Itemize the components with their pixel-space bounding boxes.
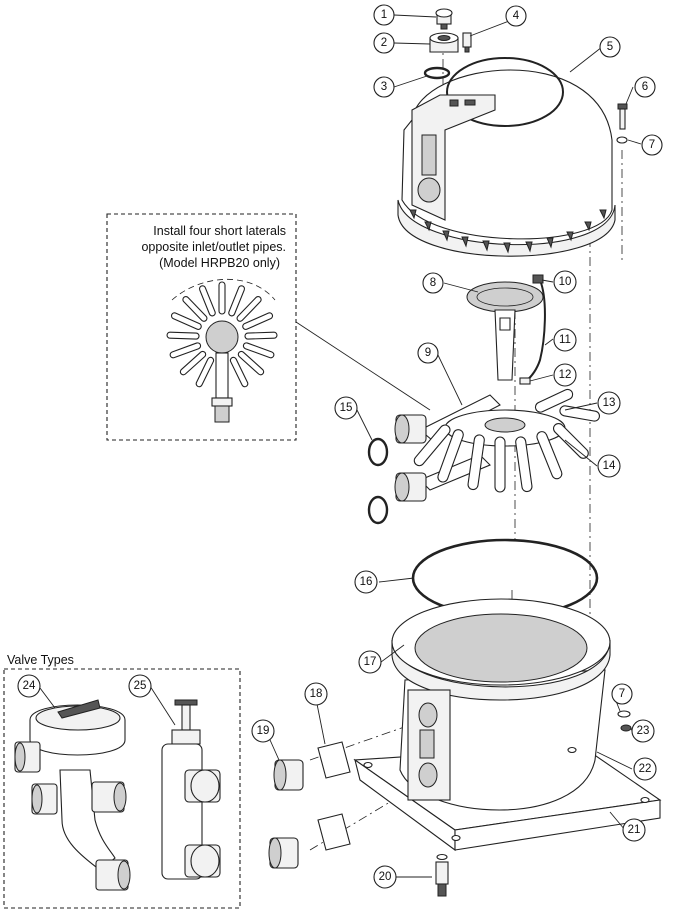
dome-flange-slots	[409, 209, 607, 254]
note-lateral-star	[166, 281, 278, 423]
svg-text:17: 17	[364, 656, 377, 668]
svg-text:18: 18	[310, 688, 323, 700]
lateral-assembly	[413, 388, 601, 493]
svg-text:1: 1	[381, 9, 387, 21]
svg-text:7: 7	[619, 688, 625, 700]
callout-21: 21	[622, 818, 646, 842]
callout-1: 1	[373, 4, 395, 26]
callout-7-lower: 7	[611, 683, 633, 705]
callout-5: 5	[599, 36, 621, 58]
callout-19: 19	[251, 719, 275, 743]
air-relief-valve	[462, 32, 472, 53]
callout-2: 2	[373, 32, 395, 54]
callout-6: 6	[634, 76, 656, 98]
svg-text:19: 19	[257, 725, 270, 737]
gauge-adapter	[429, 32, 459, 53]
bolt-washer-bottom	[617, 710, 631, 718]
svg-text:15: 15	[340, 402, 353, 414]
svg-text:14: 14	[603, 460, 616, 472]
bolt-washer-top	[616, 136, 628, 144]
callout-18: 18	[304, 682, 328, 706]
svg-text:10: 10	[559, 276, 572, 288]
push-pull-valve	[161, 699, 221, 880]
callout-3: 3	[373, 76, 395, 98]
callouts: 1 2 3 4 5 6 7 8 9 10 11 12 13 14 15 16 1…	[17, 4, 663, 889]
svg-text:25: 25	[134, 680, 147, 692]
callout-16: 16	[354, 570, 378, 594]
svg-text:4: 4	[513, 10, 520, 22]
svg-text:23: 23	[637, 725, 650, 737]
callout-9: 9	[417, 342, 439, 364]
svg-text:12: 12	[559, 369, 572, 381]
base-mount-holes	[363, 746, 650, 842]
svg-text:16: 16	[360, 576, 373, 588]
pressure-gauge	[435, 8, 453, 30]
leader-lines	[39, 14, 642, 878]
callout-4: 4	[505, 5, 527, 27]
note-line-3: (Model HRPB20 only)	[159, 256, 280, 270]
note-line-1: Install four short laterals	[153, 224, 286, 238]
svg-text:3: 3	[381, 81, 387, 93]
filter-dome	[397, 57, 616, 257]
bolt-nut	[620, 724, 632, 732]
callout-25: 25	[128, 674, 152, 698]
drain-plug	[435, 853, 449, 897]
valve-types-box: Valve Types	[3, 653, 241, 909]
inlet-outlet-fittings	[367, 414, 427, 525]
svg-text:13: 13	[603, 397, 616, 409]
callout-22: 22	[633, 757, 657, 781]
gauge-o-ring	[423, 66, 451, 80]
callout-7-upper: 7	[641, 134, 663, 156]
multiport-valve	[14, 699, 131, 891]
svg-text:2: 2	[381, 37, 387, 49]
callout-15: 15	[334, 396, 358, 420]
dome-bolt	[617, 103, 628, 130]
callout-17: 17	[358, 650, 382, 674]
note-line-2: opposite inlet/outlet pipes.	[141, 240, 286, 254]
callout-8: 8	[422, 272, 444, 294]
svg-text:20: 20	[379, 871, 392, 883]
callout-14: 14	[597, 454, 621, 478]
callout-13: 13	[597, 391, 621, 415]
callout-23: 23	[631, 719, 655, 743]
svg-text:6: 6	[642, 81, 648, 93]
svg-text:7: 7	[649, 139, 655, 151]
filter-tank	[353, 598, 662, 852]
svg-text:24: 24	[23, 680, 36, 692]
callout-10: 10	[553, 270, 577, 294]
svg-text:22: 22	[639, 763, 652, 775]
svg-text:8: 8	[430, 277, 436, 289]
union-fittings	[268, 741, 351, 869]
callout-12: 12	[553, 363, 577, 387]
lateral-note-box: Install four short laterals opposite inl…	[106, 213, 431, 441]
callout-20: 20	[373, 865, 397, 889]
svg-text:11: 11	[559, 334, 571, 346]
svg-text:9: 9	[425, 347, 431, 359]
callout-24: 24	[17, 674, 41, 698]
valve-types-title: Valve Types	[7, 653, 74, 667]
callout-11: 11	[553, 328, 577, 352]
svg-text:21: 21	[628, 824, 641, 836]
svg-text:5: 5	[607, 41, 613, 53]
